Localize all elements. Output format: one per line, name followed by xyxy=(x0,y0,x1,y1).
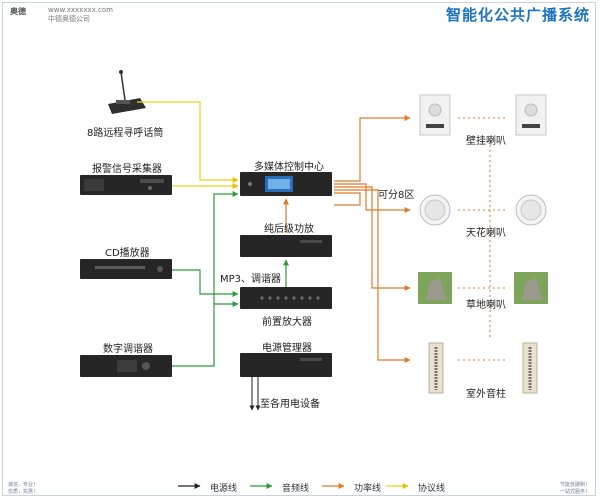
mains-lines xyxy=(249,377,261,411)
wall-speaker-right xyxy=(515,94,547,136)
preamp-label: 前置放大器 xyxy=(262,317,312,328)
to-devices-label: 至各用电设备 xyxy=(260,399,320,410)
wall-speaker-left xyxy=(419,94,451,136)
legend-power-cable: 电源线 xyxy=(210,484,238,494)
zones-label: 可分8区 xyxy=(378,190,415,201)
preamplifier-device xyxy=(240,287,332,309)
footer-right-2: 一站式服务！ xyxy=(560,489,591,495)
column-speaker-left xyxy=(428,342,444,394)
power-label: 电源管理器 xyxy=(262,343,312,354)
column-speaker-label: 室外音柱 xyxy=(466,389,506,400)
speaker-links xyxy=(458,117,506,361)
brand-company: 中德奥德公司 xyxy=(48,15,90,23)
mp3-label: MP3、调谐器 xyxy=(220,274,282,285)
tuner-label: 数字调谐器 xyxy=(103,344,153,355)
column-speaker-right xyxy=(522,342,538,394)
alarm-collector-device xyxy=(80,175,172,195)
control-label: 多媒体控制中心 xyxy=(254,162,324,173)
audio-lines xyxy=(172,191,289,367)
footer-right-1: 节能低碳制！ xyxy=(560,482,591,488)
footer-left-2: 优质，实惠！ xyxy=(8,489,39,495)
legend-audio-cable: 音频线 xyxy=(282,484,310,494)
control-center-device xyxy=(240,172,332,196)
digital-tuner-device xyxy=(80,355,172,377)
lawn-speaker-right xyxy=(514,272,548,304)
brand-site: www.xxxxxxx.com xyxy=(48,6,113,14)
power-amplifier-device xyxy=(240,235,332,257)
legend-protocol-cable: 协议线 xyxy=(418,484,446,494)
amp-label: 纯后级功放 xyxy=(264,224,314,235)
ceiling-speaker-label: 天花喇叭 xyxy=(466,228,506,239)
page-title: 智能化公共广播系统 xyxy=(445,6,590,24)
lawn-speaker-label: 草地喇叭 xyxy=(466,300,506,311)
cd-label: CD播放器 xyxy=(105,248,150,259)
alarm-label: 报警信号采集器 xyxy=(92,164,162,175)
paging-mic-label: 8路远程寻呼话筒 xyxy=(87,128,164,139)
brand-logo: 奥德 xyxy=(10,7,26,16)
cd-player-device xyxy=(80,259,172,279)
page-frame xyxy=(2,2,596,496)
ceiling-speaker-left xyxy=(419,194,451,226)
protocol-lines xyxy=(137,101,239,189)
power-manager-device xyxy=(240,353,332,377)
ceiling-speaker-right xyxy=(515,194,547,226)
wall-speaker-label: 壁挂喇叭 xyxy=(466,136,506,147)
legend-amp-cable: 功率线 xyxy=(354,484,382,494)
lawn-speaker-left xyxy=(418,272,452,304)
paging-microphone xyxy=(108,70,146,114)
footer-left-1: 诚信，专业！ xyxy=(8,482,39,488)
power-lines xyxy=(283,115,411,363)
